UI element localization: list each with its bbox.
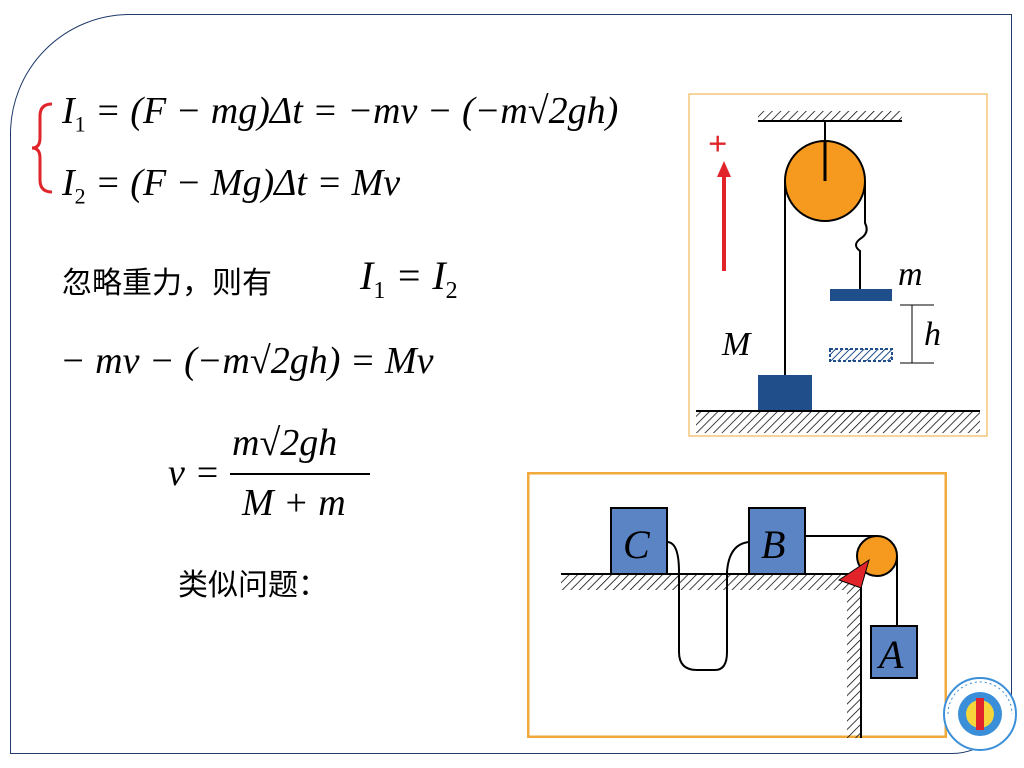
block-diagram: C B A bbox=[527, 472, 947, 738]
block-A bbox=[870, 625, 918, 679]
velocity-lhs: v = bbox=[168, 452, 221, 494]
rope-CB bbox=[666, 541, 750, 671]
college-logo-icon bbox=[943, 677, 1017, 751]
diagram-frame bbox=[688, 93, 988, 437]
equation-1: I1 = (F − mg)Δt = −mv − (−m√2gh) bbox=[62, 90, 619, 137]
ceiling bbox=[758, 111, 902, 121]
table-edge bbox=[847, 590, 861, 738]
ignore-gravity-text: 忽略重力，则有 bbox=[62, 266, 272, 301]
table-top bbox=[561, 574, 861, 590]
block-m-lower bbox=[829, 348, 893, 362]
block-M bbox=[758, 375, 812, 411]
pulley-bracket bbox=[837, 558, 870, 589]
block-C bbox=[610, 507, 668, 575]
velocity-numerator: m√2gh bbox=[232, 422, 338, 464]
label-A: A bbox=[876, 632, 904, 677]
label-B: B bbox=[761, 522, 785, 567]
floor bbox=[696, 411, 980, 433]
block-m bbox=[830, 289, 892, 301]
similar-problem-text: 类似问题： bbox=[178, 568, 328, 603]
label-C: C bbox=[623, 522, 651, 567]
label-h: h bbox=[924, 316, 941, 353]
momentum-equation: − mv − (−m√2gh) = Mv bbox=[60, 340, 434, 382]
fraction-bar bbox=[230, 473, 370, 475]
label-M: M bbox=[721, 326, 752, 363]
diagram-frame bbox=[527, 472, 947, 738]
pulley-diagram: + m M h bbox=[688, 93, 988, 437]
brace-icon bbox=[31, 102, 53, 194]
rope-right bbox=[855, 181, 868, 289]
plus-sign: + bbox=[708, 126, 727, 163]
velocity-denominator: M + m bbox=[242, 482, 346, 524]
block-B bbox=[748, 507, 806, 575]
equation-2: I2 = (F − Mg)Δt = Mv bbox=[62, 162, 401, 209]
slide-frame bbox=[10, 14, 1012, 754]
label-m: m bbox=[898, 256, 923, 293]
impulse-equality: I1 = I2 bbox=[360, 253, 458, 304]
